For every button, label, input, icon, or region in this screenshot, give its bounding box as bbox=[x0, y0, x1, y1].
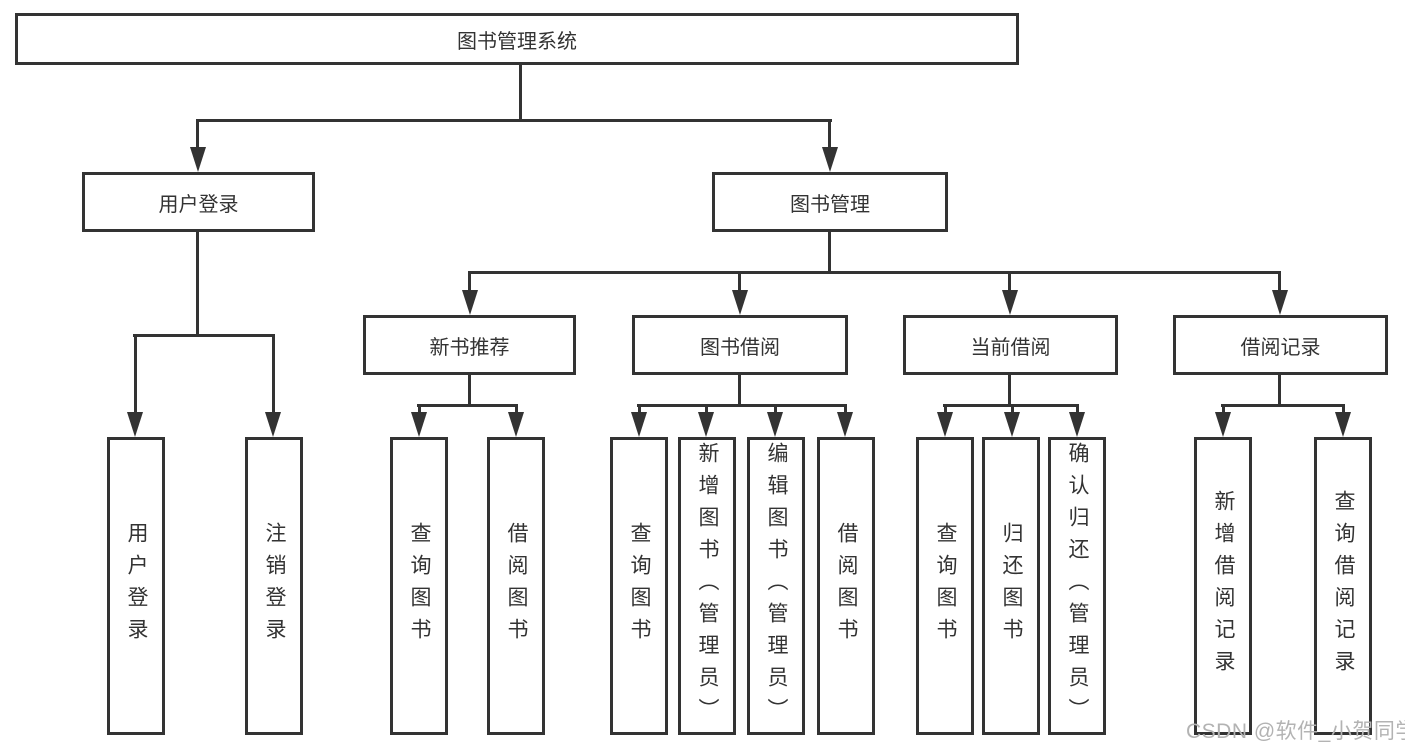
connector-line bbox=[828, 119, 831, 151]
connector-line bbox=[738, 271, 741, 295]
leaf-add-book-admin: 新增图书（管理员） bbox=[678, 437, 736, 735]
arrow-down-icon bbox=[190, 147, 206, 172]
connector-line bbox=[1011, 404, 1014, 416]
leaf-query-books-current: 查询图书 bbox=[916, 437, 974, 735]
connector-line bbox=[637, 404, 847, 407]
connector-line bbox=[1222, 404, 1225, 416]
leaf-return-books: 归还图书 bbox=[982, 437, 1040, 735]
connector-line bbox=[468, 271, 1281, 274]
connector-line bbox=[418, 404, 421, 416]
connector-line bbox=[133, 334, 275, 337]
arrow-down-icon bbox=[1004, 412, 1020, 437]
connector-line bbox=[738, 374, 741, 407]
leaf-logout: 注销登录 bbox=[245, 437, 303, 735]
leaf-query-borrow-record: 查询借阅记录 bbox=[1314, 437, 1372, 735]
connector-line bbox=[828, 231, 831, 274]
connector-line bbox=[1008, 271, 1011, 295]
arrow-down-icon bbox=[1215, 412, 1231, 437]
arrow-down-icon bbox=[732, 290, 748, 315]
arrow-down-icon bbox=[937, 412, 953, 437]
connector-line bbox=[196, 119, 199, 151]
arrow-down-icon bbox=[837, 412, 853, 437]
arrow-down-icon bbox=[1272, 290, 1288, 315]
arrow-down-icon bbox=[1002, 290, 1018, 315]
connector-line bbox=[1278, 374, 1281, 407]
arrow-down-icon bbox=[767, 412, 783, 437]
leaf-borrow-books-recommend: 借阅图书 bbox=[487, 437, 545, 735]
node-borrowing-records: 借阅记录 bbox=[1173, 315, 1388, 375]
leaf-edit-book-admin: 编辑图书（管理员） bbox=[747, 437, 805, 735]
node-book-management: 图书管理 bbox=[712, 172, 948, 232]
connector-line bbox=[1076, 404, 1079, 416]
node-book-borrowing: 图书借阅 bbox=[632, 315, 848, 375]
leaf-user-login: 用户登录 bbox=[107, 437, 165, 735]
leaf-confirm-return-admin: 确认归还（管理员） bbox=[1048, 437, 1106, 735]
node-current-borrowing: 当前借阅 bbox=[903, 315, 1118, 375]
leaf-borrow-books-borrowing: 借阅图书 bbox=[817, 437, 875, 735]
arrow-down-icon bbox=[508, 412, 524, 437]
arrow-down-icon bbox=[462, 290, 478, 315]
node-new-book-recommend: 新书推荐 bbox=[363, 315, 576, 375]
connector-line bbox=[774, 404, 777, 416]
leaf-query-books-borrowing: 查询图书 bbox=[610, 437, 668, 735]
connector-line bbox=[515, 404, 518, 416]
connector-line bbox=[196, 119, 832, 122]
connector-line bbox=[272, 334, 275, 416]
arrow-down-icon bbox=[1335, 412, 1351, 437]
watermark: CSDN @软件_小贺同学 bbox=[1186, 720, 1405, 743]
connector-line bbox=[944, 404, 947, 416]
arrow-down-icon bbox=[411, 412, 427, 437]
connector-line bbox=[417, 404, 518, 407]
connector-line bbox=[134, 334, 137, 416]
connector-line bbox=[844, 404, 847, 416]
arrow-down-icon bbox=[822, 147, 838, 172]
connector-line bbox=[705, 404, 708, 416]
connector-line bbox=[1221, 404, 1345, 407]
node-user-login: 用户登录 bbox=[82, 172, 315, 232]
leaf-add-borrow-record: 新增借阅记录 bbox=[1194, 437, 1252, 735]
leaf-query-books-recommend: 查询图书 bbox=[390, 437, 448, 735]
connector-line bbox=[1278, 271, 1281, 295]
arrow-down-icon bbox=[127, 412, 143, 437]
connector-line bbox=[519, 64, 522, 122]
connector-line bbox=[468, 271, 471, 295]
connector-line bbox=[1342, 404, 1345, 416]
connector-line bbox=[1008, 374, 1011, 407]
connector-line bbox=[196, 231, 199, 337]
arrow-down-icon bbox=[265, 412, 281, 437]
node-book-management-system: 图书管理系统 bbox=[15, 13, 1019, 65]
connector-line bbox=[638, 404, 641, 416]
arrow-down-icon bbox=[631, 412, 647, 437]
connector-line bbox=[468, 374, 471, 407]
arrow-down-icon bbox=[698, 412, 714, 437]
arrow-down-icon bbox=[1069, 412, 1085, 437]
